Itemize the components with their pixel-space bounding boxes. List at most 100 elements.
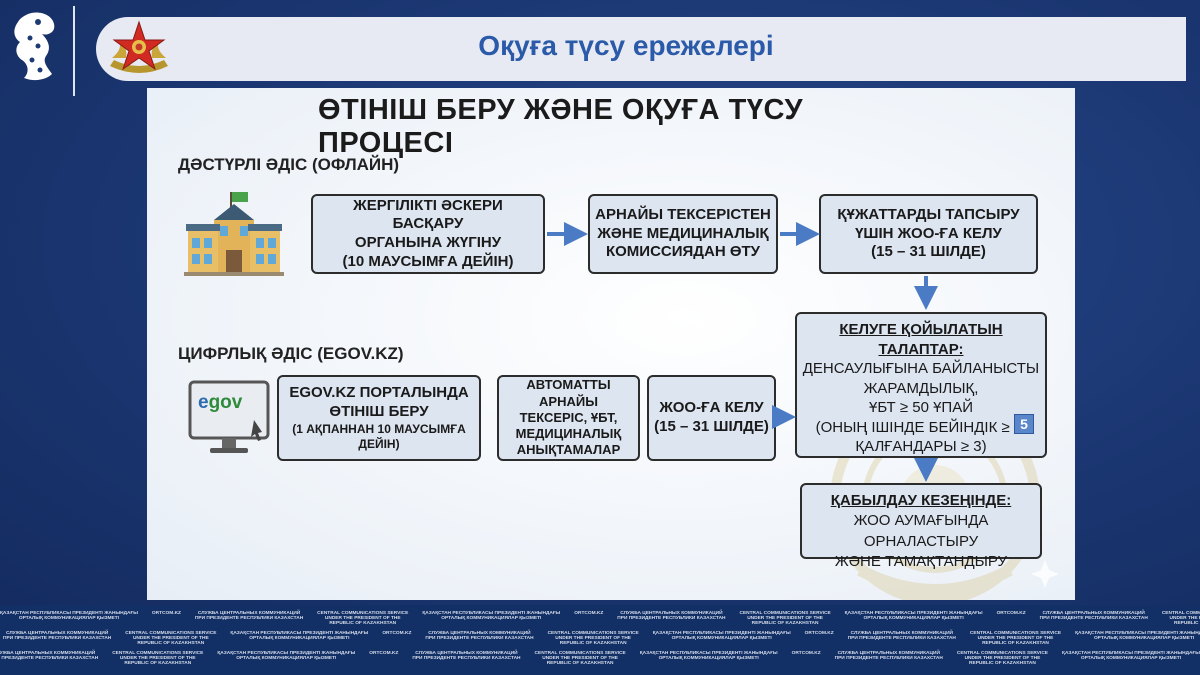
footer-watermark-text: ОРТАЛЫҚ КОММУНИКАЦИЯЛАР ҚЫЗМЕТІ [1093, 636, 1195, 641]
footer-watermark-text: ОРТАЛЫҚ КОММУНИКАЦИЯЛАР ҚЫЗМЕТІ [249, 636, 350, 641]
footer-watermark-text: CENTRAL COMMUNICATIONS SERVICE [534, 651, 626, 656]
school-building-icon [184, 190, 284, 278]
footer-watermark-text: СЛУЖБА ЦЕНТРАЛЬНЫХ КОММУНИКАЦИЙ [428, 631, 531, 636]
footer-watermark-item: ORTCOM.KZ [152, 611, 181, 616]
footer-watermark-text: UNDER THE PRESIDENT OF THE [324, 616, 401, 621]
page-title: Оқуға түсу ережелері [478, 30, 774, 61]
footer-watermark-text: ҚАЗАҚСТАН РЕСПУБЛИКАСЫ ПРЕЗИДЕНТІ ЖАНЫНД… [1062, 651, 1200, 656]
footer-watermark-text: СЛУЖБА ЦЕНТРАЛЬНЫХ КОММУНИКАЦИЙ [1042, 611, 1145, 616]
footer-watermark-text: СЛУЖБА ЦЕНТРАЛЬНЫХ КОММУНИКАЦИЙ [197, 611, 301, 616]
footer-watermark-text: СЛУЖБА ЦЕНТРАЛЬНЫХ КОММУНИКАЦИЙ [0, 651, 96, 656]
footer-watermark-text: CENTRAL COMMUNICATIONS SERVICE [125, 631, 217, 636]
online-method-heading: ЦИФРЛЫҚ ӘДІС (EGOV.KZ) [178, 344, 404, 363]
footer-watermark-text: ОРТАЛЫҚ КОММУНИКАЦИЯЛАР ҚЫЗМЕТІ [18, 616, 120, 621]
footer-watermark-text: UNDER THE PRESIDENT OF THE [747, 616, 823, 621]
footer-watermark-text: ҚАЗАҚСТАН РЕСПУБЛИКАСЫ ПРЕЗИДЕНТІ ЖАНЫНД… [0, 611, 138, 616]
step-military-office: ЖЕРГІЛІКТІ ӘСКЕРИ БАСҚАРУ ОРГАНЫНА ЖҮГІН… [311, 194, 545, 274]
footer-watermark-item: ҚАЗАҚСТАН РЕСПУБЛИКАСЫ ПРЕЗИДЕНТІ ЖАНЫНД… [230, 631, 368, 641]
footer-watermark-text: ПРИ ПРЕЗИДЕНТЕ РЕСПУБЛИКИ КАЗАХСТАН [847, 636, 956, 641]
page-number-badge: 5 [1014, 414, 1034, 434]
footer-watermark-text: ҚАЗАҚСТАН РЕСПУБЛИКАСЫ ПРЕЗИДЕНТІ ЖАНЫНД… [639, 651, 778, 656]
footer-watermark-text: ORTCOM.KZ [151, 611, 181, 616]
footer-watermark-text: ORTCOM.KZ [574, 611, 604, 616]
footer-watermark-text: ҚАЗАҚСТАН РЕСПУБЛИКАСЫ ПРЕЗИДЕНТІ ЖАНЫНД… [217, 651, 356, 656]
footer-watermark-item: ҚАЗАҚСТАН РЕСПУБЛИКАСЫ ПРЕЗИДЕНТІ ЖАНЫНД… [422, 611, 560, 621]
footer-watermark-text: REPUBLIC OF KAZAKHSTAN [969, 661, 1036, 666]
military-star-emblem-icon [104, 18, 174, 80]
footer-watermark-text: ORTCOM.KZ [791, 651, 821, 656]
footer-watermark-text: REPUBLIC OF KAZAKHSTAN [137, 641, 205, 646]
step-automatic-check: АВТОМАТТЫ АРНАЙЫ ТЕКСЕРІС, ҰБТ, МЕДИЦИНА… [497, 375, 640, 461]
footer-strip: ҚАЗАҚСТАН РЕСПУБЛИКАСЫ ПРЕЗИДЕНТІ ЖАНЫНД… [0, 605, 1200, 675]
footer-watermark-text: ОРТАЛЫҚ КОММУНИКАЦИЯЛАР ҚЫЗМЕТІ [441, 616, 542, 621]
footer-watermark-text: REPUBLIC OF KAZAKHSTAN [124, 661, 192, 666]
egov-monitor-icon: egov [188, 380, 270, 456]
footer-watermark-text: UNDER THE PRESIDENT OF THE [542, 656, 618, 661]
footer-watermark-text: ПРИ ПРЕЗИДЕНТЕ РЕСПУБЛИКИ КАЗАХСТАН [3, 636, 112, 641]
footer-watermark-item: ORTCOM.KZ [805, 631, 834, 636]
footer-watermark-text: СЛУЖБА ЦЕНТРАЛЬНЫХ КОММУНИКАЦИЙ [850, 631, 953, 636]
footer-watermark-text: ПРИ ПРЕЗИДЕНТЕ РЕСПУБЛИКИ КАЗАХСТАН [617, 616, 726, 621]
footer-watermark-text: REPUBLIC OF KAZAKHSTAN [751, 621, 819, 626]
acceptance-stage-box: ҚАБЫЛДАУ КЕЗЕҢІНДЕ: ЖОО АУМАҒЫНДА ОРНАЛА… [800, 483, 1042, 570]
step-submit-documents: ҚҰЖАТТАРДЫ ТАПСЫРУ ҮШІН ЖОО-ҒА КЕЛУ (15 … [819, 194, 1038, 274]
footer-watermark-text: UNDER THE PRESIDENT OF THE [555, 636, 631, 641]
footer-watermark-item: ҚАЗАҚСТАН РЕСПУБЛИКАСЫ ПРЕЗИДЕНТІ ЖАНЫНД… [0, 611, 138, 621]
footer-watermark-text: ПРИ ПРЕЗИДЕНТЕ РЕСПУБЛИКИ КАЗАХСТАН [194, 616, 304, 621]
footer-watermark-text: ORTCOM.KZ [382, 631, 412, 636]
footer-watermark-text: UNDER THE PRESIDENT OF THE [977, 636, 1054, 641]
process-title: ӨТІНІШ БЕРУ ЖӘНЕ ОҚУҒА ТҮСУ ПРОЦЕСІ [318, 94, 804, 159]
footer-watermark-text: ORTCOM.KZ [804, 631, 834, 636]
footer-watermark-item: ORTCOM.KZ [369, 651, 398, 656]
footer-watermark-item: ҚАЗАҚСТАН РЕСПУБЛИКАСЫ ПРЕЗИДЕНТІ ЖАНЫНД… [653, 631, 791, 641]
step-special-check-medical: АРНАЙЫ ТЕКСЕРІСТЕН ЖӘНЕ МЕДИЦИНАЛЫҚ КОМИ… [588, 194, 778, 274]
header-divider [73, 6, 75, 96]
footer-watermark-text: ПРИ ПРЕЗИДЕНТЕ РЕСПУБЛИКИ КАЗАХСТАН [1039, 616, 1148, 621]
footer-watermark-text: ОРТАЛЫҚ КОММУНИКАЦИЯЛАР ҚЫЗМЕТІ [1080, 656, 1182, 661]
footer-watermark-item: ҚАЗАҚСТАН РЕСПУБЛИКАСЫ ПРЕЗИДЕНТІ ЖАНЫНД… [845, 611, 983, 621]
footer-watermark-text: ORTCOM.KZ [369, 651, 399, 656]
footer-watermark-text: ORTCOM.KZ [996, 611, 1026, 616]
footer-watermark-text: CENTRAL COMMUNICATIONS SERVICE [969, 631, 1062, 636]
footer-row: ORTCOM.KZ СЛУЖБА ЦЕНТРАЛЬНЫХ КОММУНИКАЦИЙ… [0, 631, 1200, 646]
footer-watermark-text: ОРТАЛЫҚ КОММУНИКАЦИЯЛАР ҚЫЗМЕТІ [236, 656, 337, 661]
footer-watermark-text: ҚАЗАҚСТАН РЕСПУБЛИКАСЫ ПРЕЗИДЕНТІ ЖАНЫНД… [844, 611, 983, 616]
footer-watermark-text: CENTRAL COMMUNICATIONS SERVICE [1161, 611, 1200, 616]
footer-watermark-item: ORTCOM.KZ [792, 651, 821, 656]
footer-watermark-text: REPUBLIC OF KAZAKHSTAN [546, 661, 614, 666]
footer-watermark-item: ҚАЗАҚСТАН РЕСПУБЛИКАСЫ ПРЕЗИДЕНТІ ЖАНЫНД… [640, 651, 778, 661]
footer-watermark-text: ҚАЗАҚСТАН РЕСПУБЛИКАСЫ ПРЕЗИДЕНТІ ЖАНЫНД… [422, 611, 561, 616]
footer-watermark-text: ОРТАЛЫҚ КОММУНИКАЦИЯЛАР ҚЫЗМЕТІ [671, 636, 772, 641]
offline-method-heading: ДӘСТҮРЛІ ӘДІС (ОФЛАЙН) [178, 155, 400, 174]
footer-watermark-item: ҚАЗАҚСТАН РЕСПУБЛИКАСЫ ПРЕЗИДЕНТІ ЖАНЫНД… [217, 651, 355, 661]
admission-requirements-box: КЕЛУГЕ ҚОЙЫЛАТЫН ТАЛАПТАР: ДЕНСАУЛЫҒЫНА … [795, 312, 1047, 458]
footer-watermark-text: REPUBLIC OF KAZAKHSTAN [329, 621, 397, 626]
footer-watermark-text: REPUBLIC OF KAZAKHSTAN [559, 641, 627, 646]
footer-watermark-text: CENTRAL COMMUNICATIONS SERVICE [112, 651, 204, 656]
footer-watermark-text: UNDER THE PRESIDENT OF THE [132, 636, 209, 641]
footer-watermark-text: ПРИ ПРЕЗИДЕНТЕ РЕСПУБЛИКИ КАЗАХСТАН [425, 636, 534, 641]
footer-watermark-text: ҚАЗАҚСТАН РЕСПУБЛИКАСЫ ПРЕЗИДЕНТІ ЖАНЫНД… [230, 631, 369, 636]
footer-watermark-text: ОРТАЛЫҚ КОММУНИКАЦИЯЛАР ҚЫЗМЕТІ [863, 616, 964, 621]
footer-watermark-text: CENTRAL COMMUNICATIONS SERVICE [317, 611, 409, 616]
footer-watermark-text: ОРТАЛЫҚ КОММУНИКАЦИЯЛАР ҚЫЗМЕТІ [658, 656, 759, 661]
footer-watermark-text: UNDER THE PRESIDENT OF THE [964, 656, 1041, 661]
title-banner [96, 17, 1186, 81]
step-arrive-university: ЖОО-ҒА КЕЛУ (15 – 31 ШІЛДЕ) [647, 375, 776, 461]
